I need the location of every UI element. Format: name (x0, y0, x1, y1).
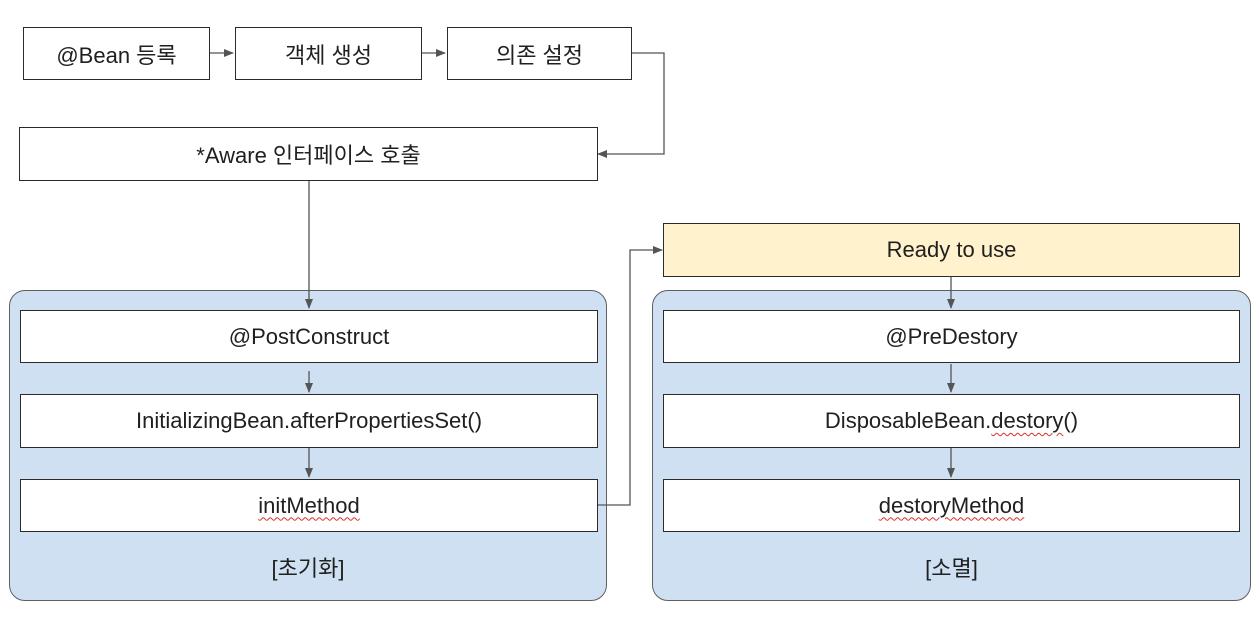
disposable-destory-suffix: () (1063, 408, 1079, 433)
destory-method-label: destoryMethod (878, 492, 1025, 518)
create-object-box: 객체 생성 (235, 27, 422, 80)
disposable-destory-box: DisposableBean.destory() (663, 394, 1240, 448)
destory-method-box: destoryMethod (663, 479, 1240, 532)
ready-to-use-label: Ready to use (886, 237, 1017, 262)
disposable-destory-word: destory (991, 408, 1064, 433)
init-group-caption: [초기화] (9, 551, 607, 583)
bean-register-box: @Bean 등록 (23, 27, 210, 80)
aware-call-label: *Aware 인터페이스 호출 (196, 143, 421, 168)
aware-call-box: *Aware 인터페이스 호출 (19, 127, 598, 181)
bean-register-label: @Bean 등록 (56, 42, 177, 68)
pre-destory-label: @PreDestory (885, 323, 1018, 349)
pre-destory-box: @PreDestory (663, 310, 1240, 363)
disposable-destory-prefix: DisposableBean. (824, 408, 992, 433)
init-method-label: initMethod (258, 492, 360, 518)
destroy-group-caption: [소멸] (652, 551, 1251, 583)
set-dependency-box: 의존 설정 (447, 27, 632, 80)
after-properties-set-label: InitializingBean.afterPropertiesSet() (135, 408, 483, 433)
disposable-destory-label: DisposableBean.destory() (825, 408, 1078, 434)
after-properties-set-box: InitializingBean.afterPropertiesSet() (20, 394, 598, 448)
init-group-caption-text: [초기화] (271, 556, 345, 581)
ready-to-use-box: Ready to use (663, 223, 1240, 277)
arrow-dependency-to-aware (597, 52, 665, 158)
post-construct-box: @PostConstruct (20, 310, 598, 363)
destroy-group-caption-text: [소멸] (925, 556, 978, 581)
init-method-box: initMethod (20, 479, 598, 532)
set-dependency-label: 의존 설정 (495, 42, 584, 68)
arrow-initmethod-to-ready (598, 246, 663, 506)
post-construct-label: @PostConstruct (228, 323, 390, 349)
create-object-label: 객체 생성 (284, 42, 373, 68)
